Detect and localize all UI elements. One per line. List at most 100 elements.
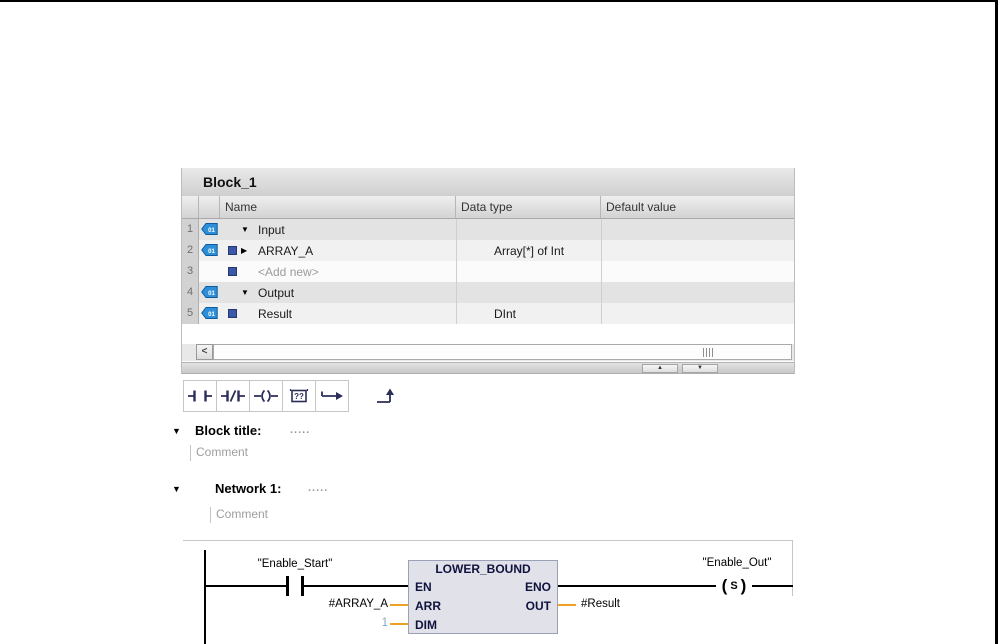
page-border-top [0, 0, 998, 2]
block-comment-field[interactable]: Comment [190, 445, 248, 461]
header-name[interactable]: Name [220, 196, 456, 218]
contact-bar-right[interactable] [301, 576, 304, 596]
member-name[interactable]: Result [258, 306, 293, 321]
open-branch-icon [321, 391, 343, 400]
member-name[interactable]: Input [258, 222, 285, 237]
contact-bar-left[interactable] [286, 576, 289, 596]
splitter-up-button[interactable]: ▲ [642, 364, 678, 373]
table-row[interactable]: 1 01 ▼ Input [182, 219, 794, 241]
wire [558, 585, 716, 587]
member-name[interactable]: ARRAY_A [258, 243, 314, 258]
expand-open-icon[interactable]: ▼ [241, 288, 249, 297]
empty-icon-cell [199, 261, 220, 282]
horizontal-scrollbar[interactable]: < [182, 344, 794, 361]
expand-open-icon[interactable]: ▼ [241, 225, 249, 234]
port-arr[interactable]: ARR [415, 599, 441, 613]
table-header-row: Name Data type Default value [182, 196, 794, 219]
dim-constant[interactable]: 1 [381, 617, 388, 629]
block-name: Block_1 [203, 174, 257, 190]
collapse-triangle-icon[interactable]: ▼ [172, 484, 181, 494]
block-title-bar: Block_1 [182, 168, 794, 197]
svg-text:01: 01 [208, 228, 215, 234]
empty-box-icon: ?? [289, 389, 309, 403]
block-title-label[interactable]: Block title: [195, 423, 262, 438]
header-default[interactable]: Default value [606, 200, 677, 214]
insert-coil-button[interactable] [249, 380, 283, 412]
svg-text:01: 01 [208, 249, 215, 255]
port-out[interactable]: OUT [525, 599, 551, 613]
close-branch-button[interactable] [371, 380, 405, 412]
member-square-icon [228, 308, 237, 318]
table-row[interactable]: 2 01 ▶ ARRAY_A Array[*] of Int [182, 240, 794, 262]
block-title-placeholder[interactable]: ..... [290, 424, 311, 436]
table-empty-strip [182, 324, 794, 344]
member-datatype[interactable]: DInt [494, 306, 517, 321]
row-number: 5 [182, 303, 199, 325]
svg-text:01: 01 [208, 291, 215, 297]
contact-operand[interactable]: "Enable_Start" [257, 558, 333, 570]
out-connection [558, 604, 576, 606]
network-comment-field[interactable]: Comment [210, 507, 268, 523]
scrollbar-grip-icon[interactable] [703, 348, 713, 357]
column-separator [601, 219, 602, 324]
tag-icon: 01 [199, 303, 220, 324]
wire [752, 585, 793, 587]
block-interface-panel: Block_1 Name Data type Default value 1 0… [181, 168, 795, 374]
arr-operand[interactable]: #ARRAY_A [328, 598, 388, 610]
member-square-icon [228, 266, 237, 276]
coil-paren-right: ) [740, 576, 747, 595]
expand-closed-icon[interactable]: ▶ [241, 246, 248, 255]
set-coil[interactable]: ( S ) [714, 574, 754, 598]
table-row[interactable]: 3 <Add new> [182, 261, 794, 283]
svg-text:??: ?? [294, 392, 304, 401]
member-name[interactable]: Output [258, 285, 295, 300]
scroll-left-button[interactable]: < [196, 344, 213, 360]
row-number: 3 [182, 261, 199, 283]
closed-contact-icon [221, 390, 245, 402]
svg-text:01: 01 [208, 312, 215, 318]
wire [304, 585, 408, 587]
row-number: 4 [182, 282, 199, 304]
out-operand[interactable]: #Result [581, 598, 620, 610]
add-new-entry[interactable]: <Add new> [258, 264, 319, 279]
member-datatype[interactable]: Array[*] of Int [494, 243, 565, 258]
close-branch-icon [377, 388, 394, 403]
row-number: 1 [182, 219, 199, 241]
coil-label: S [730, 580, 738, 592]
coil-paren-left: ( [721, 576, 728, 595]
dim-connection [390, 623, 408, 625]
splitter-down-button[interactable]: ▼ [682, 364, 718, 373]
table-row[interactable]: 5 01 Result DInt [182, 303, 794, 325]
arr-connection [390, 604, 408, 606]
tag-icon: 01 [199, 282, 220, 303]
port-eno[interactable]: ENO [524, 580, 551, 594]
panel-splitter[interactable]: ▲ ▼ [182, 362, 794, 374]
tag-icon: 01 [199, 240, 220, 261]
network-title-placeholder[interactable]: ..... [308, 482, 329, 494]
lower-bound-box[interactable]: LOWER_BOUND EN ENO ARR OUT DIM [408, 560, 558, 634]
insert-empty-box-button[interactable]: ?? [282, 380, 316, 412]
port-en[interactable]: EN [415, 580, 432, 594]
collapse-triangle-icon[interactable]: ▼ [172, 426, 181, 436]
wire [206, 585, 287, 587]
header-icon [199, 196, 220, 218]
network-title[interactable]: Network 1: [215, 481, 282, 496]
insert-open-contact-button[interactable] [183, 380, 217, 412]
open-branch-button[interactable] [315, 380, 349, 412]
power-rail [204, 550, 206, 644]
port-dim[interactable]: DIM [415, 618, 437, 632]
table-row[interactable]: 4 01 ▼ Output [182, 282, 794, 304]
open-contact-icon [188, 390, 212, 402]
coil-icon [254, 389, 278, 403]
column-separator [456, 219, 457, 324]
box-title[interactable]: LOWER_BOUND [435, 562, 531, 576]
page-border-right [995, 0, 998, 644]
header-rownum [182, 196, 199, 218]
scrollbar-track[interactable] [213, 344, 792, 360]
network-right-border [792, 540, 793, 596]
header-datatype[interactable]: Data type [456, 196, 601, 218]
tag-icon: 01 [199, 219, 220, 240]
coil-operand[interactable]: "Enable_Out" [702, 557, 772, 569]
insert-closed-contact-button[interactable] [216, 380, 250, 412]
